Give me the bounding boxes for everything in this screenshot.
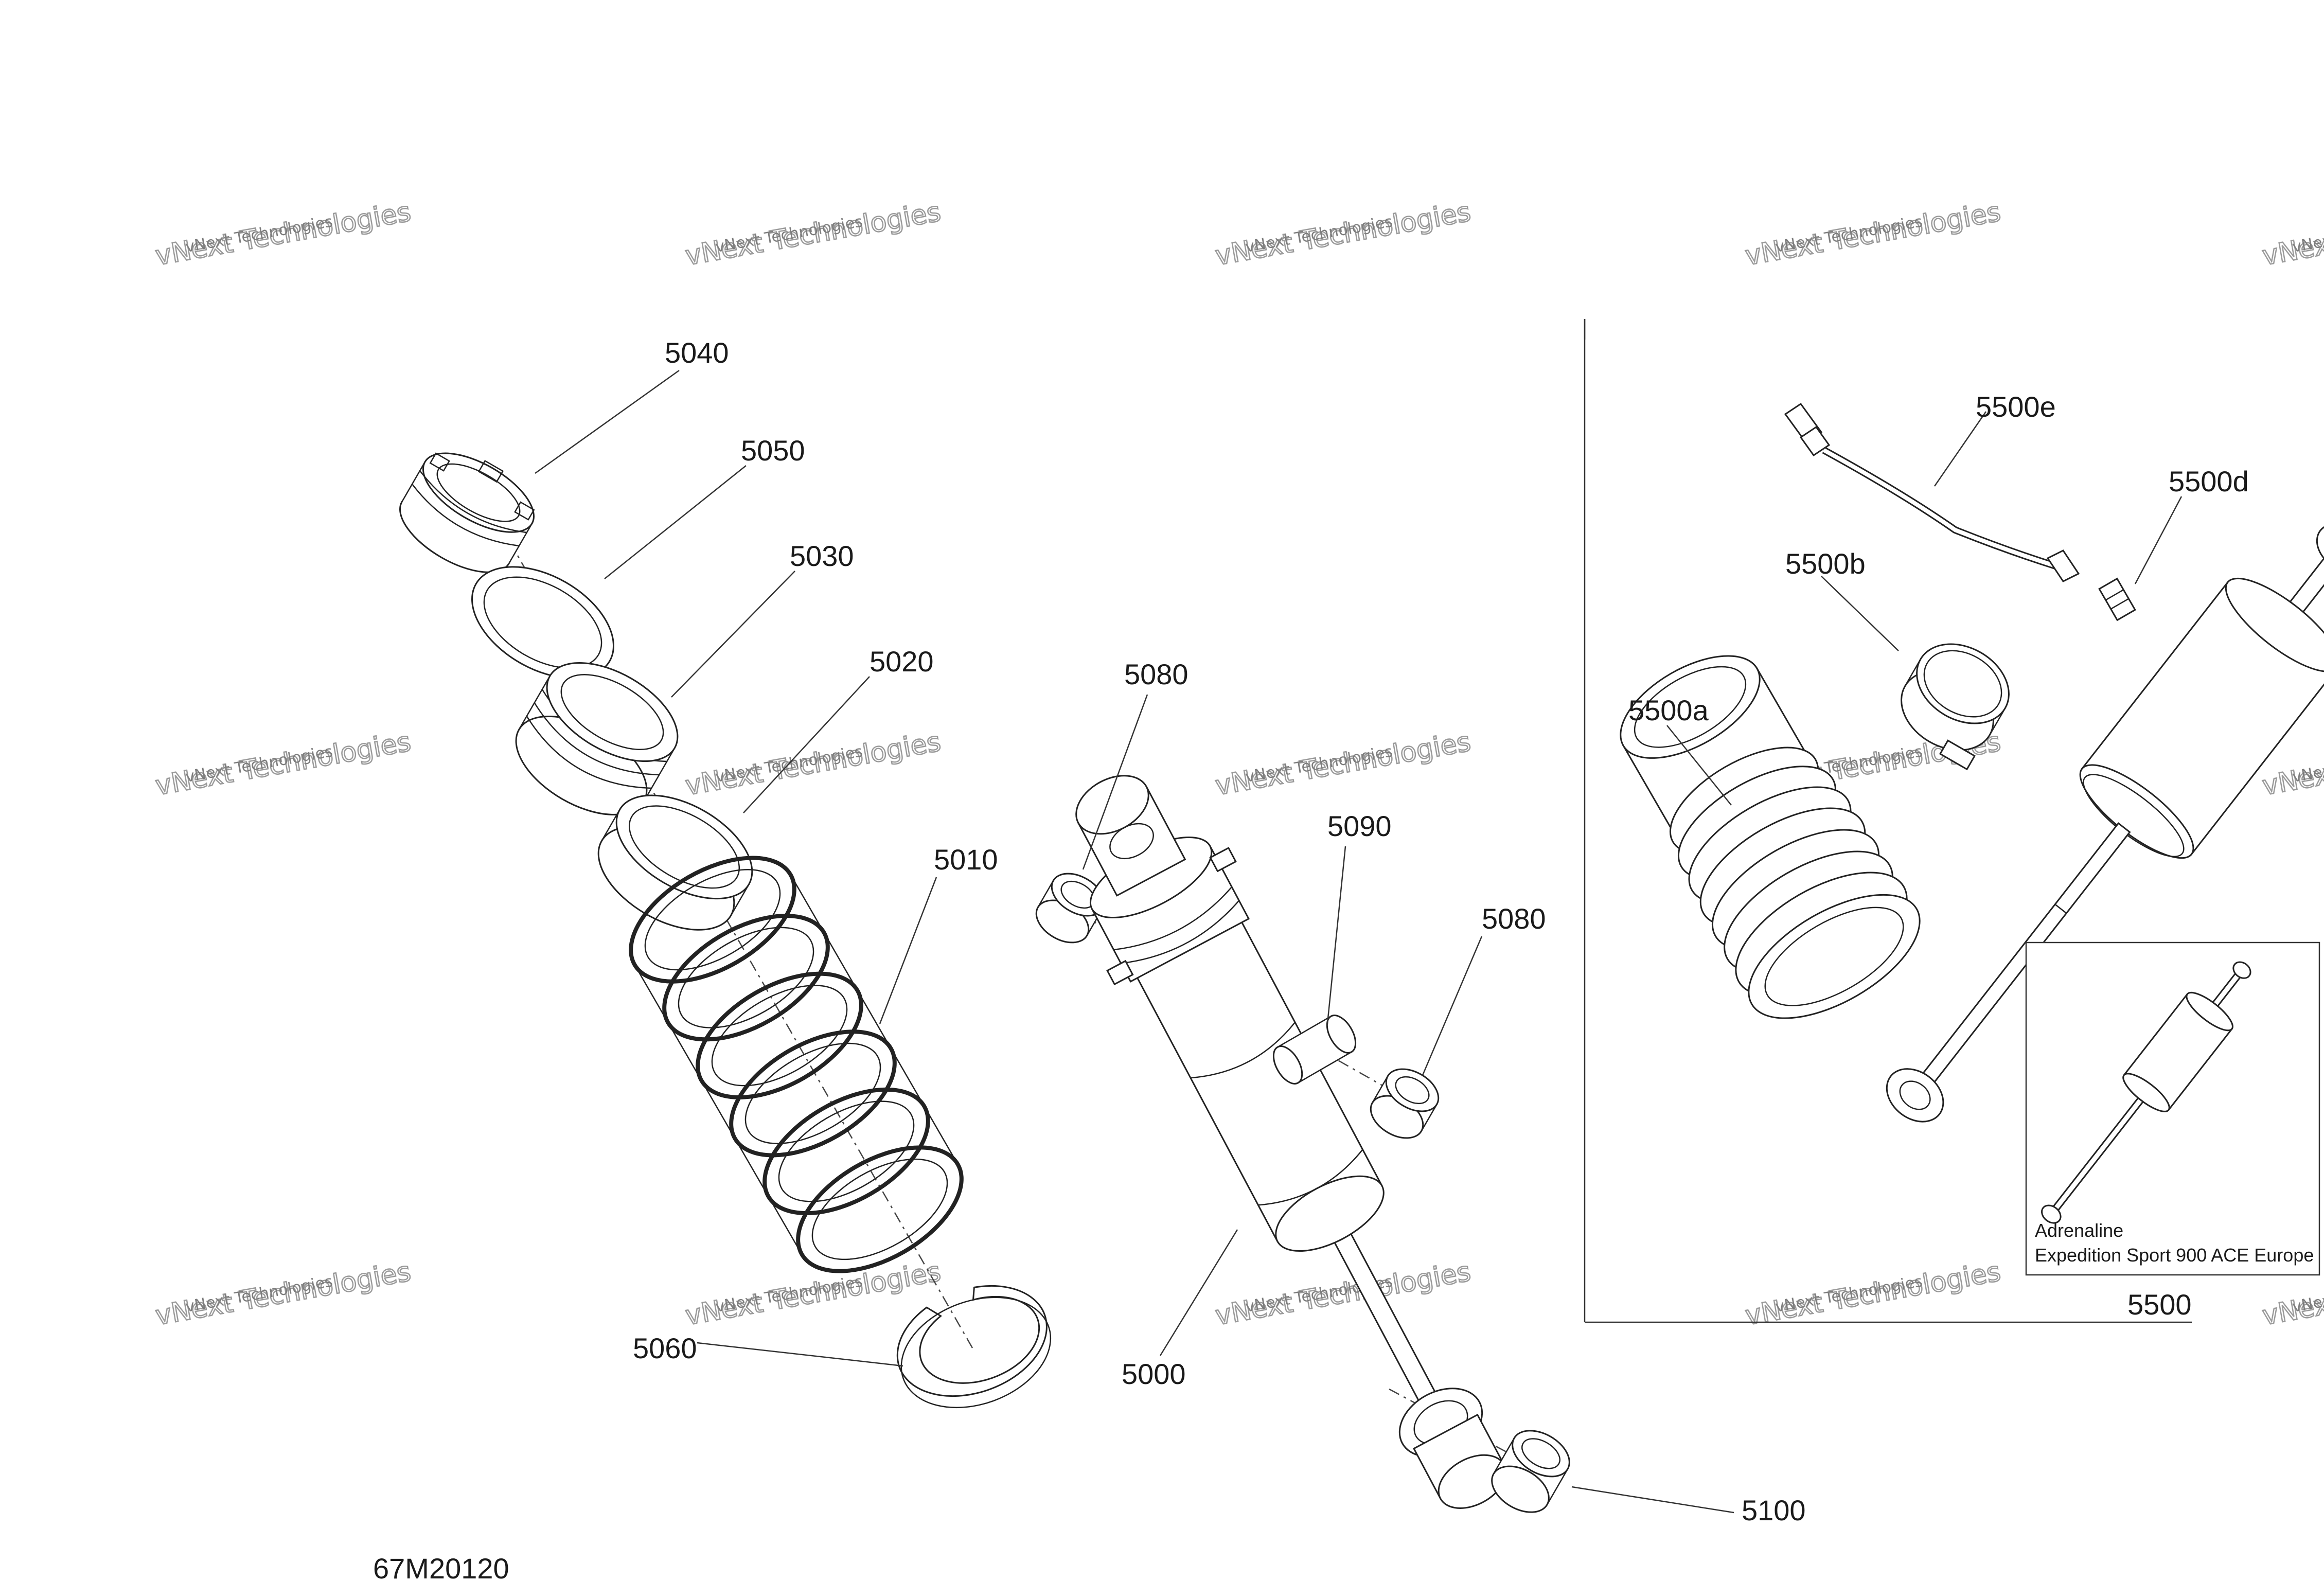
watermark: vNext Technologies vNext Technologies <box>683 1256 944 1333</box>
watermark: vNext Technologies vNext Technologies <box>153 196 414 273</box>
callout-5500d[interactable]: 5500d <box>2169 465 2249 498</box>
callout-5500b[interactable]: 5500b <box>1785 547 1866 580</box>
leader-5080-left <box>1082 694 1148 870</box>
part-5040-adjuster-nut[interactable] <box>388 435 547 589</box>
leader-5500d <box>2134 496 2183 584</box>
watermark: vNext Technologies vNext Technologies <box>1213 196 1474 273</box>
kit-5500-group: Adrenaline Expedition Sport 900 ACE Euro… <box>1584 319 2324 1323</box>
inset-shock-icon <box>2041 961 2251 1224</box>
part-5090-sleeve[interactable] <box>1268 1010 1361 1088</box>
leader-5030 <box>671 571 795 698</box>
hose-icon <box>1784 402 2080 582</box>
spring-stack-assembly <box>388 435 1067 1428</box>
part-5030-spacer[interactable] <box>500 643 694 835</box>
callout-5030[interactable]: 5030 <box>790 540 854 572</box>
callout-5500[interactable]: 5500 <box>2127 1288 2192 1321</box>
inset-thumbnail: Adrenaline Expedition Sport 900 ACE Euro… <box>2025 942 2320 1276</box>
inset-caption-line2: Expedition Sport 900 ACE Europe <box>2035 1245 2314 1266</box>
watermark: vNext Technologies vNext Technologies <box>153 726 414 803</box>
callout-labels: 5040 5050 5030 5020 5010 5060 5080 5090 … <box>633 336 2249 1526</box>
inset-frame <box>2025 942 2320 1276</box>
part-5500a-bellows-boot[interactable] <box>1588 626 1939 1043</box>
part-5020-collar[interactable] <box>581 774 769 951</box>
part-5100-bushing-lower[interactable] <box>1484 1421 1577 1521</box>
part-5060-retainer-clip[interactable] <box>882 1268 1067 1428</box>
watermark: vNext Technologies vNext Technologies <box>2260 196 2324 273</box>
leader-5020 <box>743 676 870 813</box>
callout-5040[interactable]: 5040 <box>665 336 729 369</box>
leader-5040 <box>535 369 680 474</box>
callout-5060[interactable]: 5060 <box>633 1332 697 1364</box>
part-5050-washer[interactable] <box>453 544 633 701</box>
watermark: vNext Technologies vNext Technologies <box>1743 196 2004 273</box>
shock-absorber-icon <box>1075 775 1507 1509</box>
callout-5080-right[interactable]: 5080 <box>1482 902 1546 935</box>
callout-5050[interactable]: 5050 <box>741 434 805 467</box>
callout-5010[interactable]: 5010 <box>934 843 998 876</box>
leader-5500b <box>1821 576 1899 651</box>
leader-5050 <box>604 465 747 579</box>
inset-caption-line1: Adrenaline <box>2035 1220 2123 1241</box>
callout-5020[interactable]: 5020 <box>870 645 934 678</box>
part-5080-bushing-right[interactable] <box>1363 1060 1446 1147</box>
callout-5090[interactable]: 5090 <box>1327 810 1392 842</box>
leader-5060 <box>697 1342 903 1367</box>
callout-5500a[interactable]: 5500a <box>1628 694 1709 726</box>
leader-5000 <box>1159 1229 1238 1356</box>
part-5000-shock-absorber[interactable] <box>1027 743 1556 1541</box>
watermark: vNext Technologies vNext Technologies <box>1213 1256 1474 1333</box>
shock-absorber-assembly <box>1027 743 1577 1541</box>
spring-icon <box>629 856 964 1273</box>
leader-5080-right <box>1422 936 1483 1076</box>
part-5500d-fitting[interactable] <box>2098 577 2136 621</box>
callout-5080-left[interactable]: 5080 <box>1124 658 1188 690</box>
leader-5010 <box>879 877 937 1024</box>
part-5500e-hose[interactable] <box>1784 402 2080 582</box>
watermark: vNext Technologies vNext Technologies <box>153 1256 414 1333</box>
callout-5100[interactable]: 5100 <box>1742 1494 1806 1526</box>
watermark: vNext Technologies vNext Technologies <box>1743 1256 2004 1333</box>
leader-5100 <box>1571 1486 1734 1514</box>
bellows-icon <box>1620 655 1921 1019</box>
leader-5500a <box>1666 725 1732 806</box>
callout-5000[interactable]: 5000 <box>1122 1358 1186 1390</box>
part-5010-coil-spring[interactable] <box>610 832 982 1296</box>
watermark: vNext Technologies vNext Technologies <box>683 196 944 273</box>
drawing-id: 67M20120 <box>373 1552 509 1581</box>
part-5500b-clamp[interactable] <box>1885 628 2024 771</box>
callout-5500e[interactable]: 5500e <box>1976 390 2056 423</box>
leader-lines <box>535 369 2183 1514</box>
watermark: vNext Technologies vNext Technologies <box>1213 726 1474 803</box>
leader-5090 <box>1326 846 1346 1024</box>
leader-5500e <box>1933 411 1987 487</box>
